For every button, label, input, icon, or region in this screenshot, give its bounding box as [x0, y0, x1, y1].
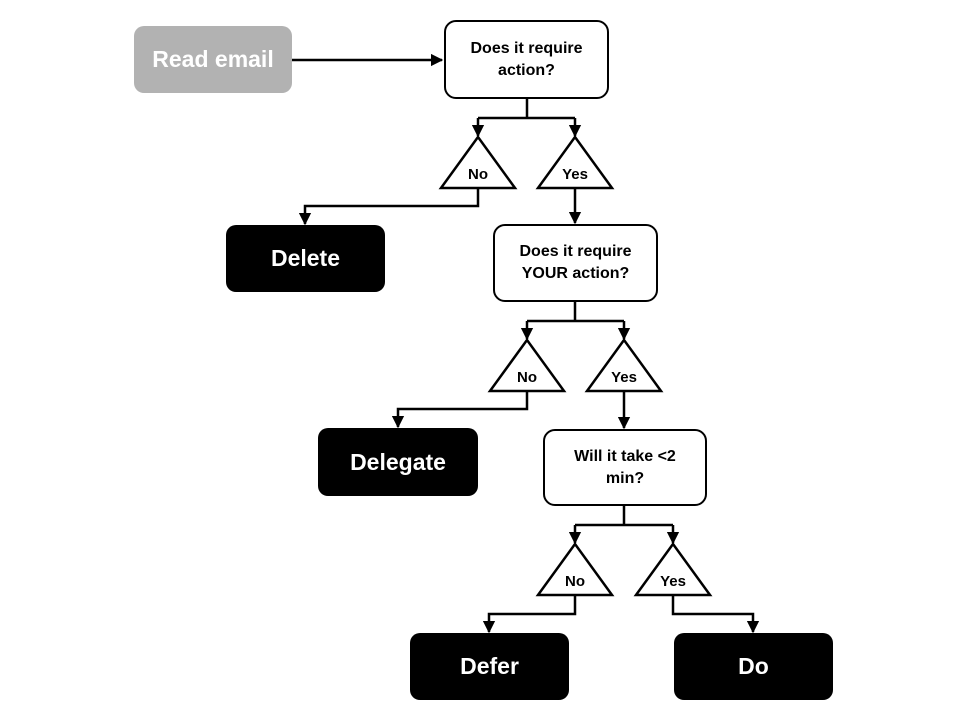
decision-requires-your-action: Does it require YOUR action?	[493, 224, 658, 302]
branch-label-q1-no: No	[468, 166, 488, 183]
arrow-q3-no-to-defer	[482, 595, 577, 634]
split-q2	[527, 302, 624, 323]
read-email-label: Read email	[152, 46, 274, 72]
outcome-delete-label: Delete	[270, 245, 341, 271]
arrow-q1-no-to-delete	[298, 188, 480, 226]
decision-requires-your-action-label: Does it require YOUR action?	[519, 243, 632, 282]
branch-label-q2-yes: Yes	[611, 369, 637, 386]
decision-requires-action: Does it require action?	[444, 20, 609, 99]
branch-label-q1-yes: Yes	[562, 166, 588, 183]
outcome-do: Do	[674, 633, 833, 700]
arrow-q3-yes-to-do	[671, 595, 760, 634]
outcome-delete: Delete	[226, 225, 385, 292]
split-q3	[575, 506, 673, 527]
outcome-do-label: Do	[738, 653, 769, 679]
split-q1	[478, 99, 575, 120]
outcome-delegate-label: Delegate	[350, 448, 446, 475]
decision-under-2-min-label: Will it take <2 min?	[574, 447, 676, 487]
arrow-q2-no-to-delegate	[391, 391, 529, 429]
read-email-node: Read email	[134, 26, 292, 93]
branch-label-q3-no: No	[565, 573, 585, 590]
outcome-defer-label: Defer	[460, 653, 519, 679]
decision-under-2-min: Will it take <2 min?	[543, 429, 707, 506]
outcome-delegate: Delegate	[318, 428, 478, 496]
decision-requires-action-label: Does it require action?	[470, 39, 583, 79]
branch-label-q3-yes: Yes	[660, 573, 686, 590]
branch-label-q2-no: No	[517, 369, 537, 386]
outcome-defer: Defer	[410, 633, 569, 700]
